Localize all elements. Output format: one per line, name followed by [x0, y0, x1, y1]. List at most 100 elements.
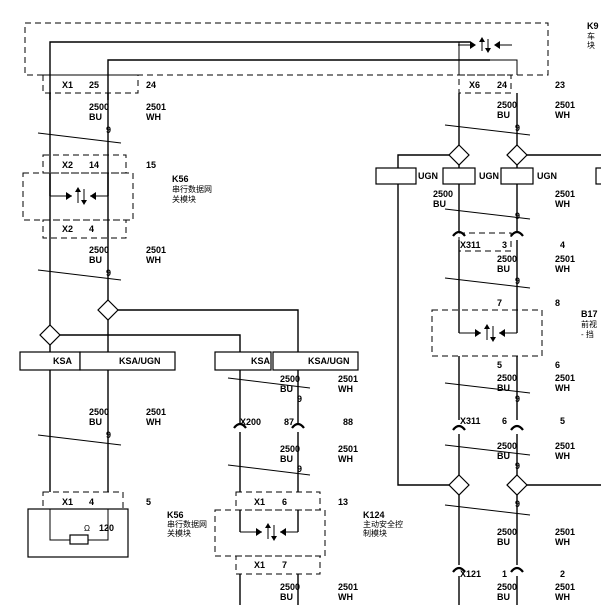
svg-text:X121: X121	[460, 569, 481, 579]
x1-top-connector-outline	[42, 74, 139, 94]
svg-text:K56: K56	[172, 174, 189, 184]
svg-text:串行数据网: 串行数据网	[172, 184, 212, 194]
svg-text:3: 3	[502, 240, 507, 250]
k9-code: K9	[587, 21, 599, 31]
x1-k124-b-outline	[235, 555, 321, 575]
svg-text:2500: 2500	[497, 582, 517, 592]
x2-a-connector-outline	[42, 154, 127, 174]
svg-text:KSA: KSA	[53, 356, 73, 366]
svg-text:WH: WH	[555, 383, 570, 393]
transceiver-symbol-b174	[458, 310, 518, 342]
k9-module-outline	[24, 22, 549, 76]
svg-text:2500: 2500	[280, 444, 300, 454]
svg-text:2501: 2501	[555, 254, 575, 264]
svg-text:4: 4	[560, 240, 565, 250]
svg-text:BU: BU	[89, 255, 102, 265]
splice-ksa-right	[214, 351, 272, 371]
svg-text:24: 24	[146, 80, 156, 90]
splice-ksa-ugn-left	[79, 351, 176, 371]
svg-text:WH: WH	[338, 454, 353, 464]
svg-text:2: 2	[560, 569, 565, 579]
svg-text:2501: 2501	[555, 373, 575, 383]
svg-text:8: 8	[555, 298, 560, 308]
svg-text:K56: K56	[167, 510, 184, 520]
svg-text:13: 13	[338, 497, 348, 507]
x6-connector-outline	[458, 74, 512, 94]
svg-text:2501: 2501	[555, 527, 575, 537]
svg-text:7: 7	[497, 298, 502, 308]
wire-wh-top	[107, 59, 490, 100]
svg-text:2501: 2501	[555, 441, 575, 451]
svg-text:BU: BU	[280, 592, 293, 602]
svg-text:2500: 2500	[497, 100, 517, 110]
svg-text:9: 9	[106, 430, 111, 440]
svg-text:6: 6	[555, 360, 560, 370]
svg-text:2500: 2500	[497, 373, 517, 383]
svg-text:制模块: 制模块	[363, 528, 387, 538]
svg-text:120: 120	[99, 523, 114, 533]
svg-text:87: 87	[284, 417, 294, 427]
svg-text:2501: 2501	[338, 444, 358, 454]
svg-text:WH: WH	[555, 451, 570, 461]
b174-module-outline	[431, 309, 543, 357]
svg-text:X1: X1	[62, 497, 73, 507]
svg-text:X311: X311	[460, 240, 481, 250]
svg-text:WH: WH	[146, 112, 161, 122]
svg-text:2501: 2501	[338, 374, 358, 384]
svg-text:1: 1	[502, 569, 507, 579]
svg-text:2500: 2500	[280, 374, 300, 384]
svg-text:7: 7	[282, 560, 287, 570]
svg-text:9: 9	[515, 123, 520, 133]
svg-text:5: 5	[560, 416, 565, 426]
splice-ugn-2	[442, 167, 476, 185]
svg-text:X200: X200	[240, 417, 261, 427]
svg-text:24: 24	[497, 80, 507, 90]
svg-text:2501: 2501	[555, 100, 575, 110]
svg-text:88: 88	[343, 417, 353, 427]
svg-text:9: 9	[515, 276, 520, 286]
svg-text:15: 15	[146, 160, 156, 170]
svg-text:BU: BU	[497, 264, 510, 274]
svg-text:25: 25	[89, 80, 99, 90]
svg-text:BU: BU	[89, 112, 102, 122]
x2-b-connector-outline	[42, 219, 127, 239]
svg-text:BU: BU	[497, 592, 510, 602]
svg-text:WH: WH	[146, 255, 161, 265]
svg-text:关模块: 关模块	[167, 528, 191, 538]
svg-text:K124: K124	[363, 510, 385, 520]
transceiver-symbol-k56-top	[49, 173, 109, 205]
svg-text:2500: 2500	[89, 245, 109, 255]
svg-text:5: 5	[146, 497, 151, 507]
splice-diamond-wh	[97, 299, 119, 321]
svg-text:2501: 2501	[555, 189, 575, 199]
splice-ugn-1	[375, 167, 417, 185]
svg-text:BU: BU	[280, 454, 293, 464]
svg-text:主动安全控: 主动安全控	[363, 519, 403, 529]
svg-text:KSA/UGN: KSA/UGN	[308, 356, 350, 366]
svg-text:23: 23	[555, 80, 565, 90]
svg-text:B17: B17	[581, 309, 598, 319]
svg-text:4: 4	[89, 497, 94, 507]
svg-text:BU: BU	[497, 110, 510, 120]
svg-text:BU: BU	[497, 537, 510, 547]
svg-text:X2: X2	[62, 160, 73, 170]
svg-text:WH: WH	[555, 199, 570, 209]
k9-name-1: 车	[587, 31, 595, 41]
svg-text:9: 9	[515, 499, 520, 509]
splice-diamond-bu	[39, 324, 61, 346]
svg-text:BU: BU	[497, 383, 510, 393]
splice-ugn-3	[500, 167, 534, 185]
svg-text:X1: X1	[62, 80, 73, 90]
svg-text:X311: X311	[460, 416, 481, 426]
k124-module-outline	[214, 509, 326, 557]
svg-text:WH: WH	[555, 264, 570, 274]
x1-mid-connector-outline	[42, 491, 124, 510]
svg-text:X1: X1	[254, 560, 265, 570]
svg-text:9: 9	[106, 125, 111, 135]
svg-text:X2: X2	[62, 224, 73, 234]
svg-text:6: 6	[282, 497, 287, 507]
svg-text:2500: 2500	[433, 189, 453, 199]
svg-text:9: 9	[515, 211, 520, 221]
